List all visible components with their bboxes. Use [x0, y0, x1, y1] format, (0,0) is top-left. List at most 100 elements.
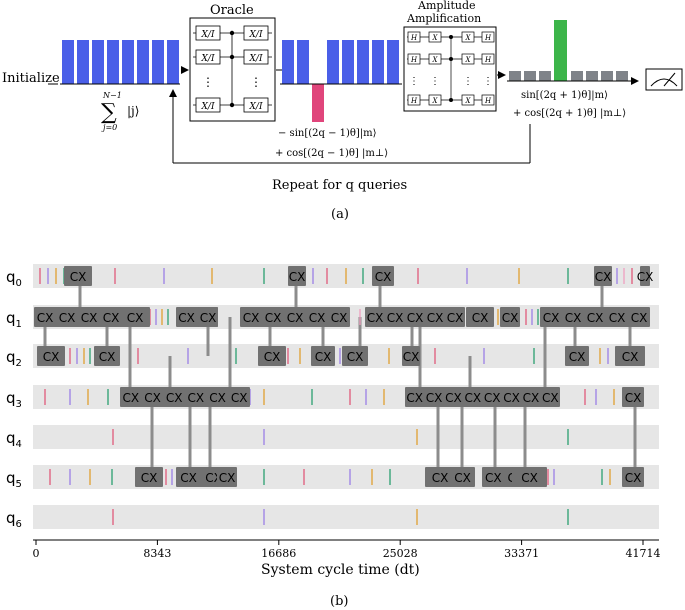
cx-gate-box [500, 307, 520, 327]
cx-gate-label: CX [43, 350, 60, 364]
amp-gate-h [481, 53, 495, 65]
cx-gate-label: CX [622, 350, 639, 364]
unmarked-state-bar [539, 71, 551, 81]
qubit-label: q5 [6, 469, 22, 490]
oracle-gate-label: X/I [249, 54, 263, 64]
cx-gate-label: CX [375, 270, 392, 284]
sum-ket: |j⟩ [127, 104, 139, 118]
oracle-gate-right [243, 49, 269, 65]
amp-gate-label: X [465, 56, 472, 64]
amp-gate-label: H [484, 34, 492, 42]
time-axis-label: System cycle time (dt) [261, 562, 420, 578]
initial-bar [122, 40, 134, 84]
oracle-vdots: ⋮ [250, 75, 262, 89]
cx-gate-label: CX [484, 391, 501, 405]
cx-gate-label: CX [264, 350, 281, 364]
cx-gate-box [450, 467, 475, 487]
oracle-bar [342, 40, 354, 84]
cx-gate-label: CX [485, 471, 502, 485]
amp-gate-h [407, 94, 421, 106]
cx-gate-box [466, 307, 494, 327]
cx-gate-box [176, 467, 226, 487]
cx-gate-label: CX [543, 311, 560, 325]
cx-gate-box [615, 346, 645, 366]
cx-gate-box [342, 346, 368, 366]
amp-gate-label: H [484, 97, 492, 105]
unmarked-state-bar [509, 71, 521, 81]
cx-gate-label: CX [472, 311, 489, 325]
qubit-lane [33, 425, 659, 449]
cx-gate-label: CX [447, 311, 464, 325]
unmarked-state-bar [571, 71, 583, 81]
x-tick-label: 41714 [626, 547, 661, 560]
unmarked-state-bar [586, 71, 598, 81]
amp-gate-label: H [410, 56, 418, 64]
cx-gate-label: CX [587, 311, 604, 325]
cx-gate-box [64, 266, 92, 286]
oracle-bar [357, 40, 369, 84]
qubit-index: 3 [16, 399, 22, 410]
amp-gate-label: X [432, 56, 439, 64]
amp-gate-label: X [432, 97, 439, 105]
x-tick-label: 25028 [383, 547, 418, 560]
cx-gate-label: CX [387, 311, 404, 325]
cx-gate-label: CX [127, 311, 144, 325]
oracle-gate-label: X/I [201, 30, 215, 40]
amp-gate-x [428, 94, 442, 106]
sum-sigma: ∑ [101, 100, 117, 125]
initial-bar [167, 40, 179, 84]
sum-lower-limit: j=0 [101, 123, 117, 132]
cx-gate-label: CX [243, 311, 260, 325]
amp-gate-label: H [484, 56, 492, 64]
sum-upper-limit: N−1 [102, 91, 122, 100]
cx-gate-label: CX [427, 311, 444, 325]
x-tick-label: 33371 [504, 547, 539, 560]
cx-gate-box [622, 387, 644, 407]
initial-bar [137, 40, 149, 84]
qubit-index: 4 [16, 439, 22, 450]
marked-state-negative-bar [312, 84, 324, 122]
cx-gate-box [640, 266, 650, 286]
cx-gate-label: CX [287, 311, 304, 325]
cx-gate-label: CX [289, 270, 306, 284]
cx-gate-box [217, 467, 237, 487]
cx-gate-box [425, 467, 455, 487]
oracle-bar [372, 40, 384, 84]
amp-gate-h [407, 31, 421, 43]
amp-gate-h [481, 31, 495, 43]
oracle-gate-label: X/I [249, 30, 263, 40]
cx-gate-box [288, 266, 306, 286]
oracle-gate-label: X/I [201, 54, 215, 64]
cx-gate-label: CX [625, 391, 642, 405]
cx-gate-label: CX [59, 311, 76, 325]
measurement-meter-icon [645, 68, 683, 91]
cx-gate-box [365, 307, 465, 327]
cx-gate-label: CX [37, 311, 54, 325]
cx-gate-box [565, 346, 589, 366]
cx-gate-box [512, 467, 547, 487]
cx-gate-label: CX [609, 311, 626, 325]
cx-gate-label: CX [331, 311, 348, 325]
cx-gate-label: CX [347, 350, 364, 364]
x-tick-label: 0 [33, 547, 40, 560]
cx-gate-label: CX [166, 391, 183, 405]
amp-vdots: ⋮ [463, 76, 473, 87]
qubit-index: 1 [16, 319, 22, 330]
qubit-lane [33, 465, 659, 489]
amp-state-line2: + cos[(2q + 1)θ] |m⊥⟩ [513, 108, 626, 119]
cx-gate-label: CX [144, 391, 161, 405]
cx-gate-label: CX [367, 311, 384, 325]
cx-gate-label: CX [70, 270, 87, 284]
cx-gate-label: CX [315, 350, 332, 364]
marked-state-amplified-bar [554, 20, 567, 81]
oracle-bar [297, 40, 309, 84]
cx-gate-box [240, 307, 350, 327]
amp-vdots: ⋮ [483, 76, 493, 87]
caption-a: (a) [331, 207, 349, 222]
amp-gate-x [428, 53, 442, 65]
cx-gate-label: CX [523, 391, 540, 405]
qubit-label: q1 [6, 309, 22, 330]
amp-state-line1: sin[(2q + 1)θ]|m⟩ [521, 90, 608, 101]
unmarked-state-bar [616, 71, 628, 81]
